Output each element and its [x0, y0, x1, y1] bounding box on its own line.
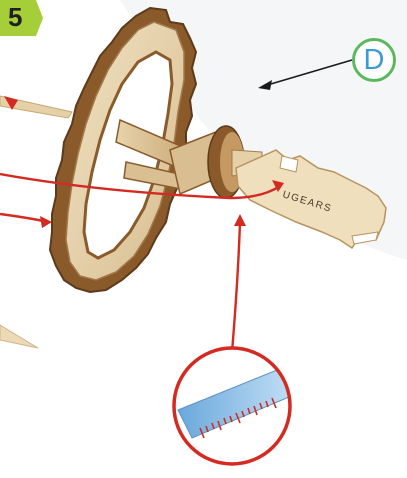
step-number: 5 [8, 2, 22, 33]
part-label-d: D [352, 38, 396, 82]
